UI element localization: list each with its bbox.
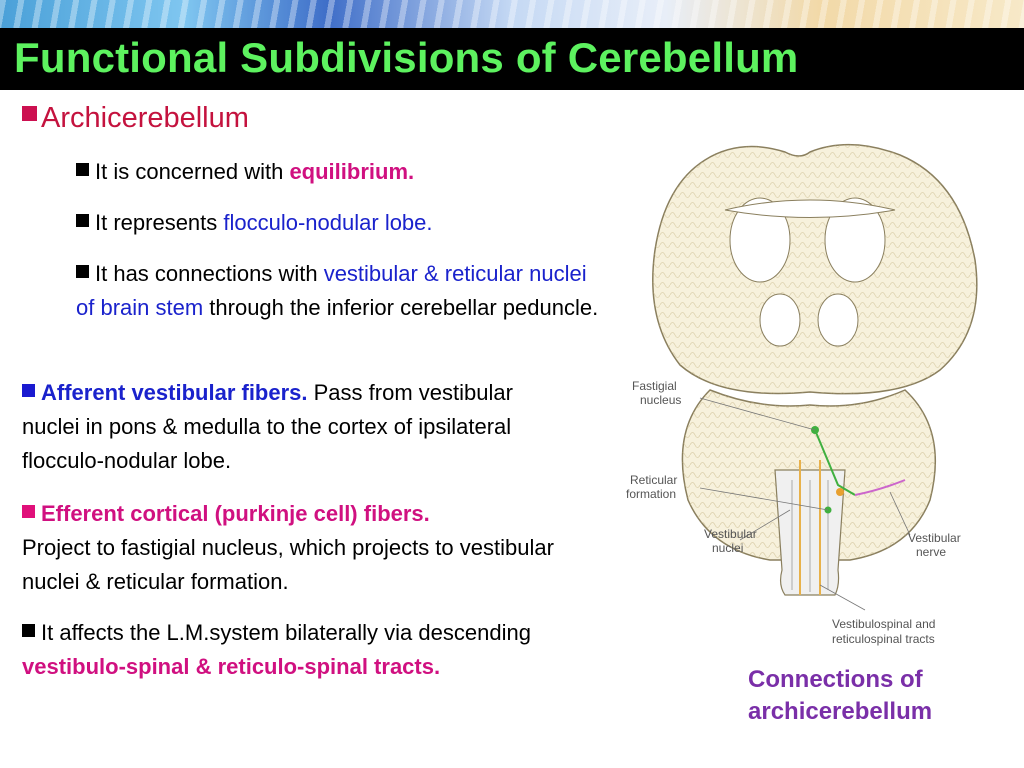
square-bullet-icon xyxy=(22,106,37,121)
flocculo-highlight: flocculo-nodular lobe. xyxy=(223,210,433,235)
equilibrium-highlight: equilibrium. xyxy=(289,159,415,184)
efferent-paragraph: Efferent cortical (purkinje cell) fibers… xyxy=(22,501,554,594)
square-bullet-icon xyxy=(22,505,35,518)
label-reticular-1: Reticular xyxy=(630,473,677,487)
ventricle-right xyxy=(824,197,886,283)
efferent-label: Efferent cortical (purkinje cell) fibers… xyxy=(41,501,430,526)
square-bullet-icon xyxy=(76,163,89,176)
vestibular-nerve-path xyxy=(854,479,906,496)
thalamus-left xyxy=(759,293,801,347)
square-bullet-icon xyxy=(76,214,89,227)
nuclei-highlight: vestibular & reticular nuclei of brain s… xyxy=(76,261,587,320)
heading-text: Archicerebellum xyxy=(41,102,249,134)
point-flocculo-nodular: It represents flocculo-nodular lobe. xyxy=(76,206,596,240)
label-tracts-2: reticulospinal tracts xyxy=(832,632,935,646)
label-vest-nerve-1: Vestibular xyxy=(908,531,961,545)
afferent-label: Afferent vestibular fibers. xyxy=(41,380,308,405)
figure-caption: Connections of archicerebellum xyxy=(748,666,933,725)
slide-title: Functional Subdivisions of Cerebellum xyxy=(14,34,799,81)
point-equilibrium: It is concerned with equilibrium. xyxy=(76,155,596,189)
lm-system-paragraph: It affects the L.M.system bilaterally vi… xyxy=(22,620,531,679)
tracts-highlight: vestibulo-spinal & reticulo-spinal tract… xyxy=(22,654,441,679)
decorative-header-strip xyxy=(0,0,1024,28)
corpus-callosum xyxy=(724,199,896,218)
square-bullet-icon xyxy=(22,384,35,397)
ventricle-left xyxy=(729,197,791,283)
vestibular-nucleus-marker xyxy=(836,488,844,496)
thalamus-right xyxy=(817,293,859,347)
fastigial-projection xyxy=(814,429,856,496)
square-bullet-icon xyxy=(22,624,35,637)
label-tracts-1: Vestibulospinal and xyxy=(832,617,935,631)
label-fastigial-2: nucleus xyxy=(640,393,681,407)
title-bar xyxy=(0,28,1024,90)
label-reticular-2: formation xyxy=(626,487,676,501)
point-connections: It has connections with vestibular & ret… xyxy=(76,261,599,320)
label-fastigial-1: Fastigial xyxy=(632,379,677,393)
cerebrum-folia xyxy=(652,144,977,394)
square-bullet-icon xyxy=(76,265,89,278)
label-vest-nerve-2: nerve xyxy=(916,545,946,559)
label-vest-nuclei-2: nuclei xyxy=(712,541,743,555)
section-heading: Archicerebellum xyxy=(22,100,249,136)
afferent-paragraph: Afferent vestibular fibers. Pass from ve… xyxy=(22,380,513,473)
label-vest-nuclei-1: Vestibular xyxy=(704,527,757,541)
cerebellum-diagram: Fastigial nucleus Reticular formation Ve… xyxy=(626,144,978,646)
